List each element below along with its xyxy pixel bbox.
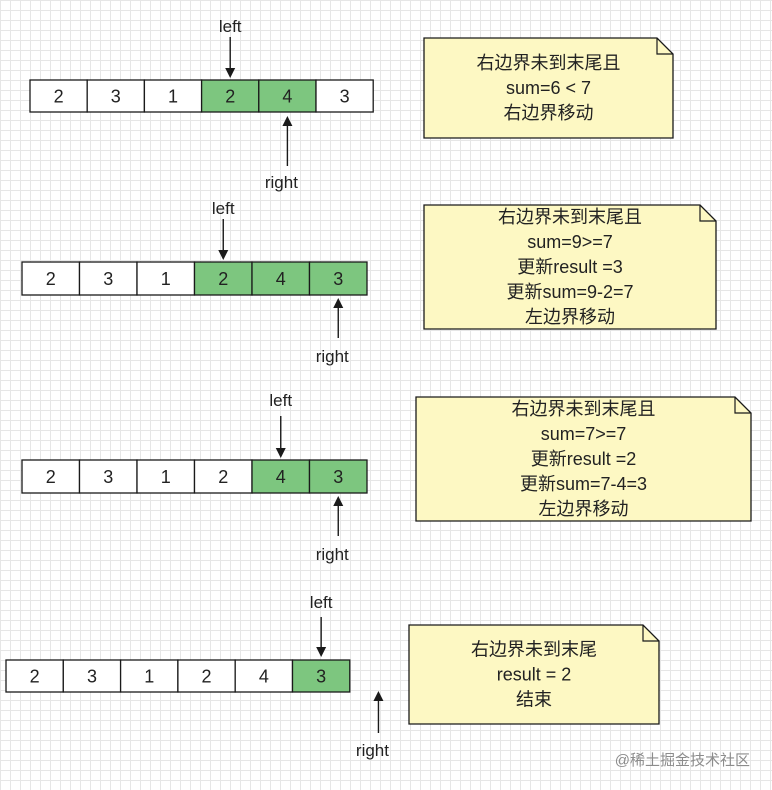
note-line: result = 2 [497,665,572,685]
note-line: 更新result =3 [517,257,623,277]
left-pointer-label: left [310,593,333,612]
note-line: 更新sum=7-4=3 [520,474,647,494]
left-pointer-arrow-head [218,250,229,260]
note-box [408,624,660,725]
step-1: 2 3 1 2 4 3 left right 右边界未到末尾且 sum=6 < 7 右边界移动 [29,17,674,192]
array-cell-value: 1 [168,87,178,107]
array-cell-value: 2 [218,269,228,289]
note-line: 右边界未到末尾 [471,640,597,660]
array-cell-value: 2 [218,467,228,487]
array-cell-highlighted [258,79,317,113]
note-line: 右边界移动 [504,103,594,123]
array-cell [29,79,88,113]
right-pointer-arrow-head [333,298,344,308]
left-pointer-arrow-head [316,647,327,657]
array-cell-value: 3 [87,667,97,687]
note-fold-corner [699,205,716,222]
array-cell-value: 3 [103,269,113,289]
array-cell-value: 4 [276,269,286,289]
array-cell-value: 3 [333,467,343,487]
array-cell-value: 3 [103,467,113,487]
right-pointer-arrow-head [373,691,384,701]
array-cell-value: 2 [202,667,212,687]
array-cell [119,659,179,693]
array-cell-value: 1 [161,269,171,289]
array-cell [78,261,138,296]
array-cell [136,261,196,296]
array-cell-value: 1 [161,467,171,487]
note-line: sum=7>=7 [541,424,627,444]
note-fold-corner [642,625,659,642]
array-cell-value: 3 [333,269,343,289]
array-cell [21,261,81,296]
right-pointer-label: right [316,347,349,366]
array-cell-value: 3 [316,667,326,687]
array-cell-value: 3 [340,87,350,107]
right-pointer-label: right [265,173,298,192]
array-cell-highlighted [308,261,368,296]
array-cell-value: 4 [282,87,292,107]
note-line: 更新sum=9-2=7 [506,282,633,302]
right-pointer-label: right [316,545,349,564]
array-cell [21,459,81,494]
left-pointer-arrow-head [275,448,286,458]
step-3: 2 3 1 2 4 3 left right 右边界未到末尾且 sum=7>=7 更新result … [21,391,752,564]
array-cell-value: 2 [46,467,56,487]
array-cell-value: 2 [225,87,235,107]
array-cell [86,79,146,113]
note-line: 结束 [516,690,552,710]
step-4: 2 3 1 2 4 3 left right 右边界未到末尾 result = 2 结束 [5,593,660,760]
watermark: @稀土掘金技术社区 [615,752,750,769]
array-cell-highlighted [291,659,351,693]
note-box [415,396,752,522]
step-2: 2 3 1 2 4 3 left right 右边界未到末尾且 sum=9>=7 更新result … [21,199,717,366]
left-pointer-arrow-head [225,68,236,78]
array-cell [177,659,236,693]
right-pointer-label: right [356,741,389,760]
array-cell-highlighted [251,261,311,296]
note-fold-corner [734,397,751,414]
note-line: sum=6 < 7 [506,78,591,98]
right-pointer-arrow-head [333,496,344,506]
array-cell [315,79,374,113]
array-cell-highlighted [193,261,253,296]
note-box [423,37,674,139]
array-cell-value: 3 [111,87,121,107]
array-cell-value: 4 [276,467,286,487]
note-line: 右边界未到末尾且 [477,53,621,73]
note-line: 左边界移动 [525,307,615,327]
note-line: 右边界未到末尾且 [512,399,656,419]
note-line: 右边界未到末尾且 [498,207,642,227]
array-cell-highlighted [308,459,368,494]
note-line: 更新result =2 [531,449,637,469]
left-pointer-label: left [269,391,292,410]
left-pointer-label: left [219,17,242,36]
array-cell-value: 2 [30,667,40,687]
array-cell [143,79,203,113]
left-pointer-label: left [212,199,235,218]
note-line: sum=9>=7 [527,232,613,252]
note-line: 左边界移动 [539,499,629,519]
right-pointer-arrow-head [282,116,293,126]
array-cell [136,459,196,494]
array-cell-value: 1 [144,667,154,687]
note-box [423,204,717,330]
note-fold-corner [656,38,673,55]
array-cell [193,459,253,494]
array-cell [5,659,64,693]
array-cell-value: 4 [259,667,269,687]
array-cell-value: 2 [46,269,56,289]
array-cell-value: 2 [54,87,64,107]
